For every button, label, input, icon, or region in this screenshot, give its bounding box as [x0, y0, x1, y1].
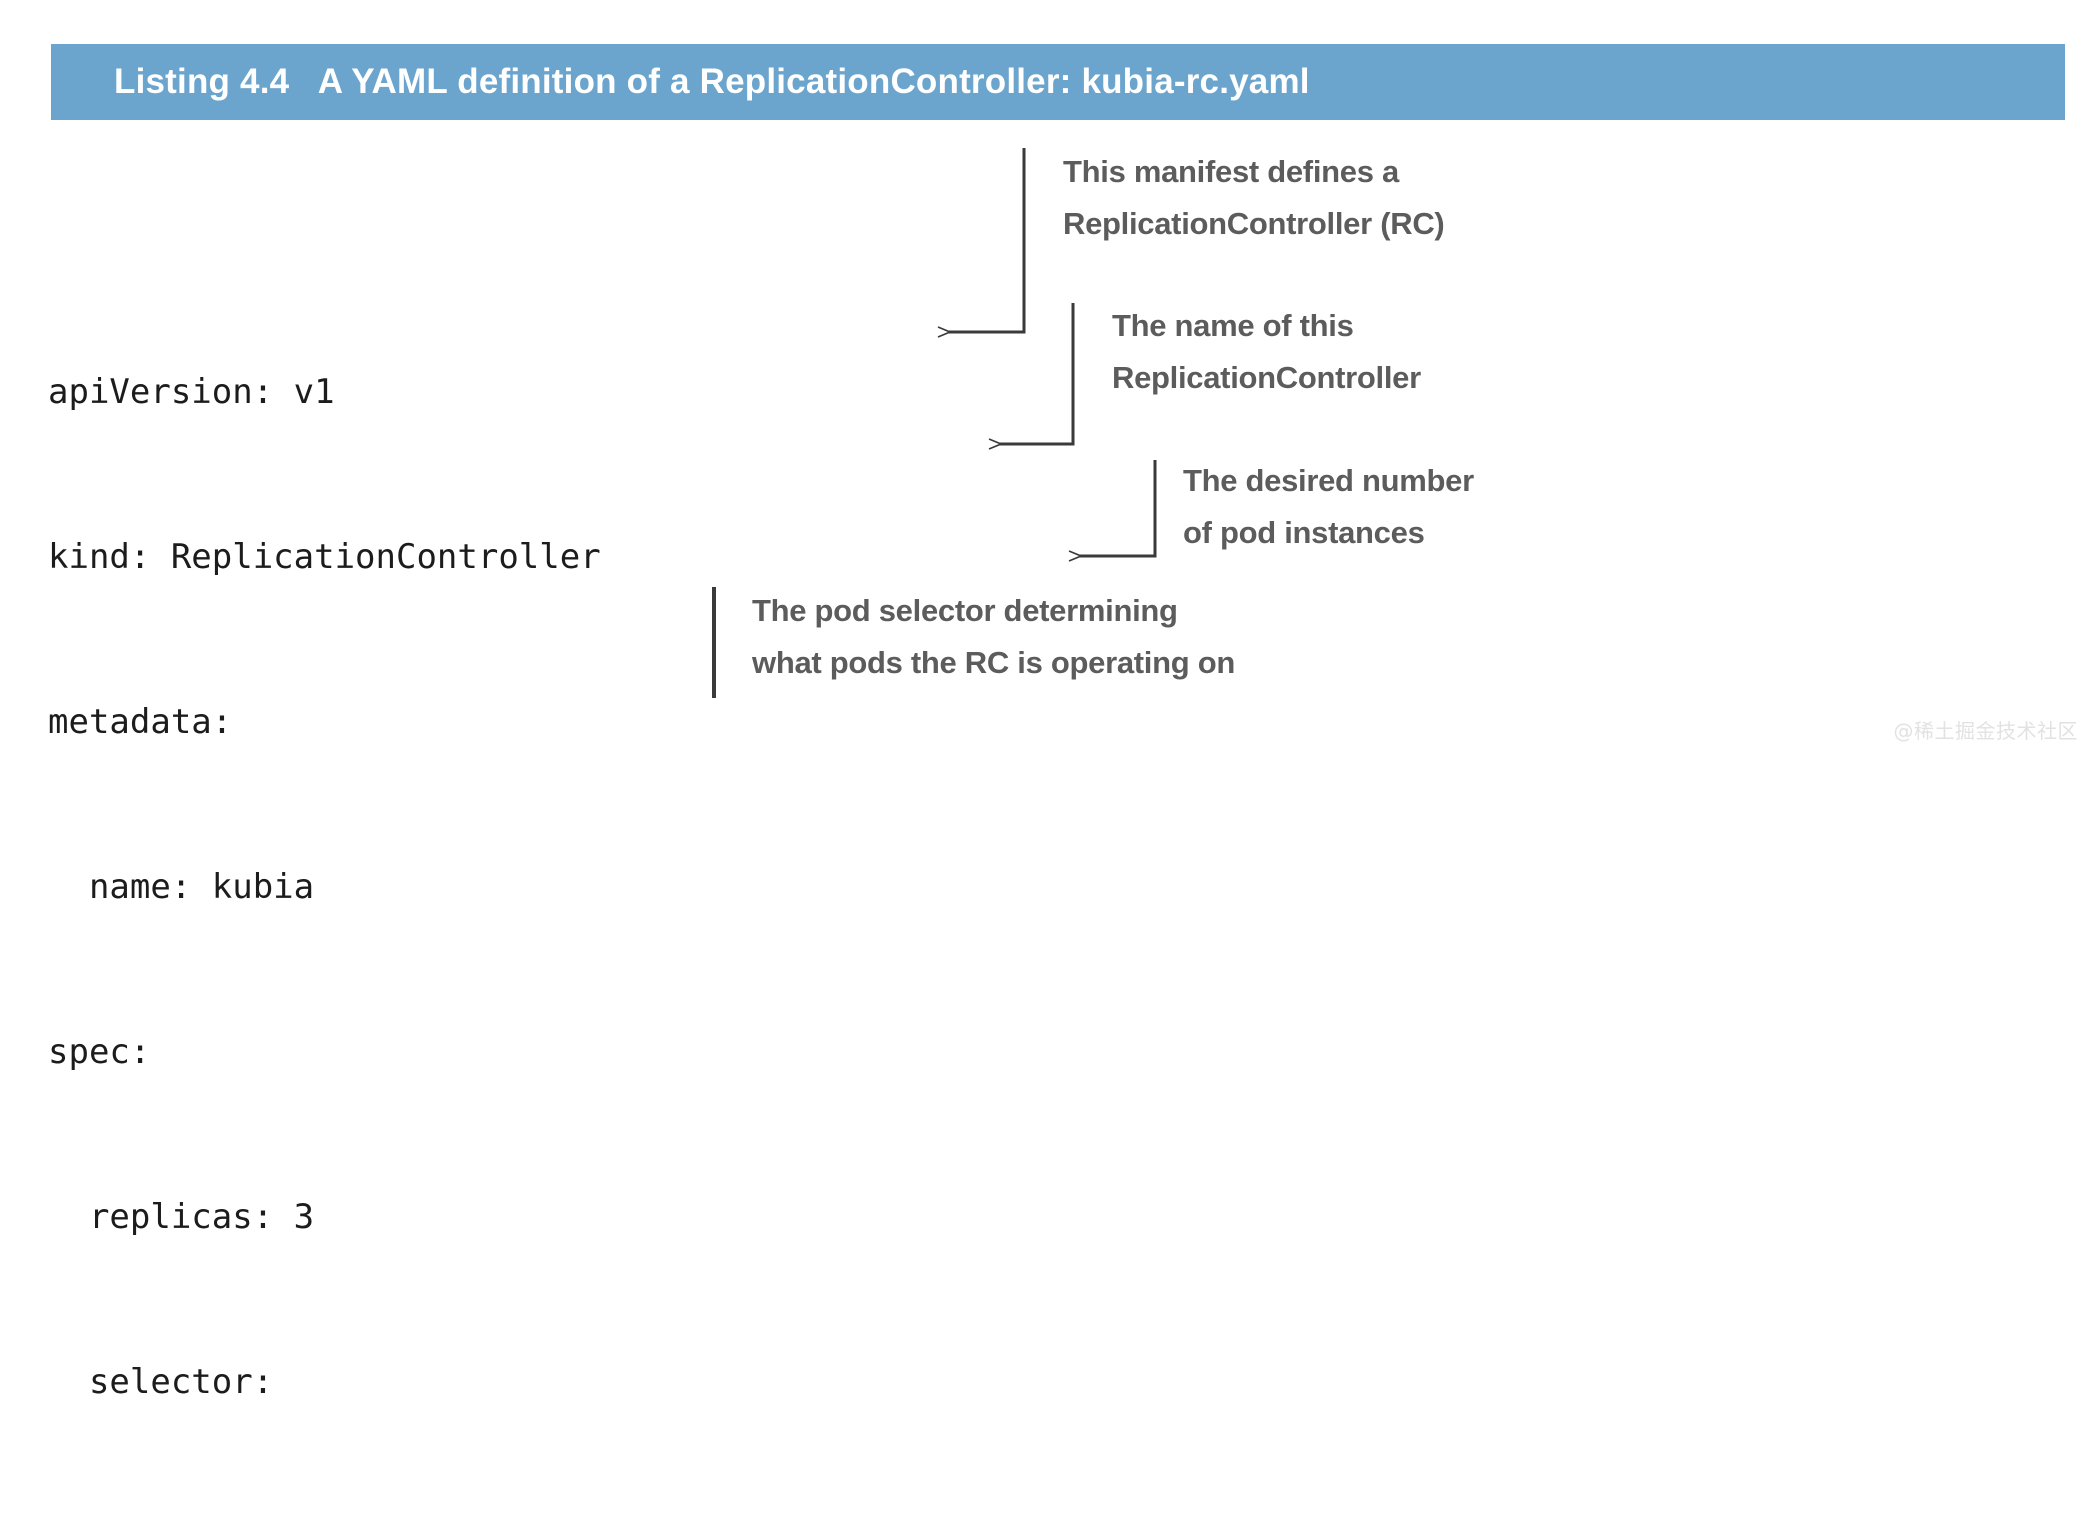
code-line: replicas: 3	[48, 1197, 315, 1237]
leader-line-3	[1069, 460, 1157, 556]
leader-line-2	[989, 303, 1075, 444]
callout-manifest-defines-rc: This manifest defines a ReplicationContr…	[1063, 154, 1445, 241]
listing-title: Listing 4.4 A YAML definition of a Repli…	[114, 62, 1310, 101]
watermark: @稀土掘金技术社区	[1893, 719, 2078, 743]
code-line: metadata:	[48, 702, 233, 742]
callout-pod-selector: The pod selector determining what pods t…	[752, 593, 1235, 680]
yaml-code-block: apiVersion: v1 kind: ReplicationControll…	[48, 255, 601, 1516]
code-line: spec:	[48, 1032, 151, 1072]
code-line: apiVersion: v1	[48, 372, 335, 412]
callout-name-of-rc: The name of this ReplicationController	[1112, 308, 1421, 395]
leader-line-1	[938, 148, 1026, 332]
code-line: selector:	[48, 1362, 274, 1402]
code-line: kind: ReplicationController	[48, 537, 601, 577]
code-line: name: kubia	[48, 867, 315, 907]
leader-bar-4	[712, 587, 716, 698]
callout-desired-pod-count: The desired number of pod instances	[1183, 463, 1474, 550]
listing-header-bar: Listing 4.4 A YAML definition of a Repli…	[51, 44, 2065, 120]
